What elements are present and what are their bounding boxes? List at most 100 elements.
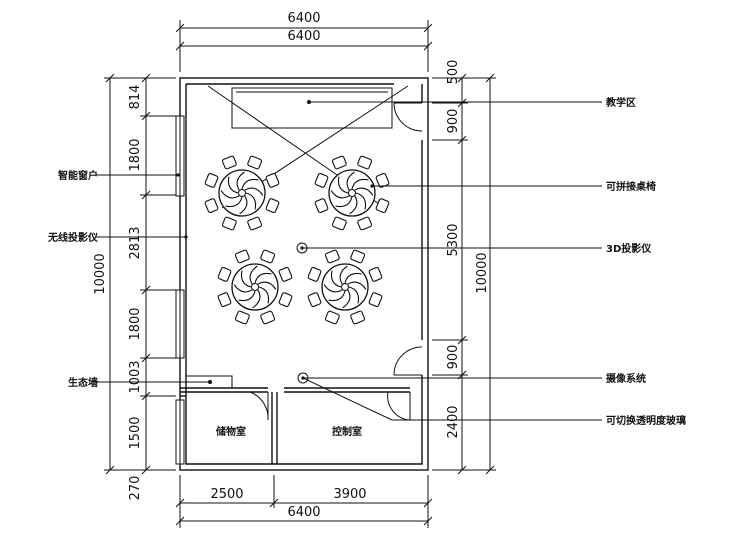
dim-left-270: 270 <box>128 476 143 501</box>
dim-right-900-bottom: 900 <box>446 345 461 370</box>
chair <box>260 310 276 325</box>
dim-left-1500: 1500 <box>128 416 143 449</box>
table-segment <box>238 290 256 302</box>
dim-right-500: 500 <box>446 60 461 85</box>
table-segment <box>233 284 253 293</box>
table-segment <box>240 270 252 288</box>
chair <box>314 198 329 214</box>
left-dimension-lines <box>104 73 176 475</box>
table-segment <box>355 192 367 210</box>
chair <box>278 266 293 282</box>
right-dimension-lines <box>432 73 496 475</box>
chair <box>368 292 383 308</box>
door-top-right <box>393 102 423 132</box>
table-segment <box>225 196 243 208</box>
chair <box>204 198 219 214</box>
chair <box>247 155 263 170</box>
table-segment <box>337 176 349 194</box>
table-segment <box>323 284 343 293</box>
dim-left-total: 10000 <box>93 253 108 294</box>
table-segment <box>249 265 258 285</box>
chair <box>331 216 347 231</box>
table-segment <box>239 195 248 215</box>
dim-left-1800-bottom: 1800 <box>128 307 143 340</box>
label-switchable-glass: 可切换透明度玻璃 <box>606 414 686 427</box>
bottom-dimension-lines <box>175 475 433 528</box>
dim-left-1003: 1003 <box>128 360 143 393</box>
table-hub <box>238 189 246 197</box>
label-camera-system: 摄像系统 <box>606 372 646 385</box>
chair <box>307 292 322 308</box>
chair <box>221 155 237 170</box>
room-storage-label: 储物室 <box>215 425 246 438</box>
building-walls <box>179 77 429 471</box>
table-segment <box>351 178 369 190</box>
table-segment <box>258 286 270 304</box>
chair <box>314 172 329 188</box>
chair <box>234 249 250 264</box>
door-control <box>387 391 411 421</box>
chair <box>217 292 232 308</box>
chair <box>357 216 373 231</box>
label-3d-projector: 3D投影仪 <box>606 242 652 255</box>
table-segment <box>245 192 257 210</box>
label-teaching-area: 教学区 <box>605 96 636 109</box>
door-bottom-right <box>393 346 423 376</box>
chair <box>307 266 322 282</box>
dim-left-814: 814 <box>128 85 143 110</box>
dim-right-total: 10000 <box>475 252 490 293</box>
table-segment <box>354 187 374 196</box>
table-segment <box>328 290 346 302</box>
table-segment <box>348 286 360 304</box>
chair <box>265 198 280 214</box>
chair <box>331 155 347 170</box>
chair <box>350 310 366 325</box>
chair <box>265 172 280 188</box>
chair <box>324 310 340 325</box>
room-control-label: 控制室 <box>332 425 362 438</box>
chair <box>350 249 366 264</box>
table-segment <box>220 190 240 199</box>
table-segment <box>330 190 350 199</box>
table-segment <box>252 289 261 309</box>
chair <box>221 216 237 231</box>
label-smart-window: 智能窗户 <box>58 169 98 182</box>
chair <box>375 198 390 214</box>
table-segment <box>346 171 355 191</box>
table-hub <box>341 283 349 291</box>
dim-right-900-top: 900 <box>446 109 461 134</box>
chair <box>204 172 219 188</box>
table-group <box>314 155 390 231</box>
table-segment <box>257 281 277 290</box>
table-segment <box>335 196 353 208</box>
chair <box>357 155 373 170</box>
table-segment <box>342 289 351 309</box>
table-segment <box>330 270 342 288</box>
chair <box>278 292 293 308</box>
table-segment <box>339 265 348 285</box>
chair <box>324 249 340 264</box>
chair <box>368 266 383 282</box>
label-wireless-projector: 无线投影仪 <box>47 231 99 244</box>
table-segment <box>241 178 259 190</box>
smart-window <box>175 115 185 465</box>
table-group <box>217 249 293 325</box>
dim-left-1800-top: 1800 <box>128 138 143 171</box>
label-eco-wall: 生态墙 <box>68 376 98 389</box>
table-segment <box>227 176 239 194</box>
left-callout-leaders <box>96 173 208 383</box>
chair <box>234 310 250 325</box>
table-segment <box>254 272 272 284</box>
table-group <box>204 155 280 231</box>
right-callout-leaders <box>302 101 602 421</box>
label-splicable-desks: 可拼接桌椅 <box>606 180 656 193</box>
table-segment <box>236 171 245 191</box>
top-dimension-lines <box>175 20 433 72</box>
dim-left-2813: 2813 <box>128 226 143 259</box>
dim-bottom-control: 3900 <box>333 487 366 502</box>
table-segment <box>349 195 358 215</box>
dim-top-outer: 6400 <box>287 11 320 26</box>
table-hub <box>348 189 356 197</box>
splicable-table-groups <box>204 155 390 325</box>
